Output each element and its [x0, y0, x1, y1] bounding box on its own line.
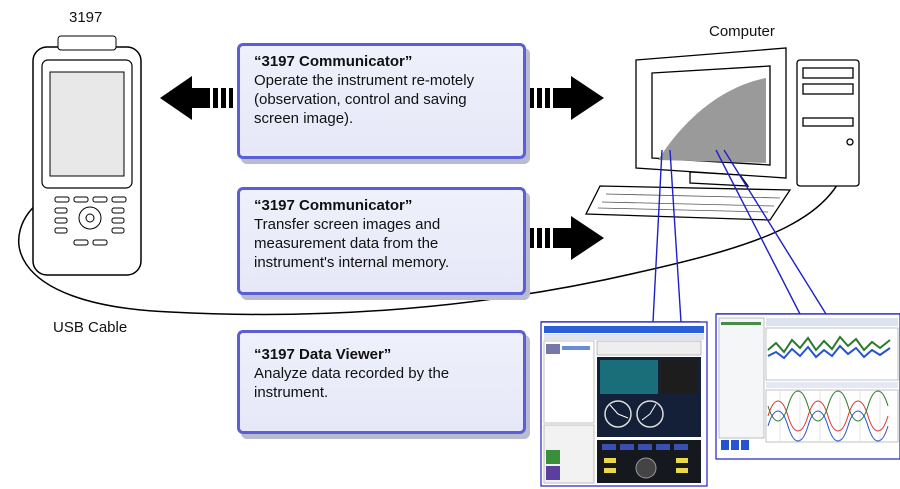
- box-title: “3197 Communicator”: [254, 53, 413, 70]
- box-text: Operate the instrument re-motely (observ…: [254, 72, 475, 127]
- box-title: “3197 Data Viewer”: [254, 346, 392, 363]
- data-viewer-box: “3197 Data Viewer” Analyze data recorded…: [237, 330, 526, 434]
- instrument-3197: [32, 35, 142, 276]
- usb-cable: [17, 149, 851, 316]
- data-viewer-screenshot: [715, 313, 900, 460]
- arrow-to-device: [160, 76, 233, 120]
- device-label: 3197: [69, 9, 103, 26]
- usb-cable-label: USB Cable: [53, 319, 128, 336]
- box-text: Transfer screen images and measurement d…: [254, 216, 450, 271]
- communicator-screenshot: [540, 321, 708, 487]
- arrow-to-computer-top: [530, 76, 604, 120]
- computer-label: Computer: [709, 23, 775, 40]
- box-title: “3197 Communicator”: [254, 197, 413, 214]
- communicator-remote-box: “3197 Communicator” Operate the instrume…: [237, 43, 526, 159]
- communicator-transfer-box: “3197 Communicator” Transfer screen imag…: [237, 187, 526, 295]
- box-text: Analyze data recorded by the instrument.: [254, 365, 450, 401]
- arrow-to-computer-middle: [530, 216, 604, 260]
- computer: [584, 47, 860, 221]
